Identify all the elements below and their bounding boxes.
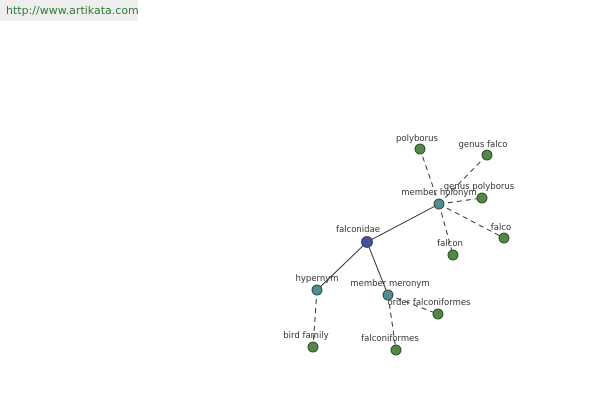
node-genus-polyborus[interactable] (476, 192, 488, 204)
edge-hypernym-to-bird-family (312, 289, 318, 348)
node-label-bird-family: bird family (283, 331, 328, 341)
node-label-order-falconiformes: order falconiformes (387, 298, 471, 308)
node-falcon[interactable] (447, 249, 459, 261)
node-hypernym[interactable] (311, 284, 323, 296)
node-label-falconidae: falconidae (336, 225, 380, 235)
edge-member-holonym-to-genus-polyborus (438, 197, 483, 205)
node-bird-family[interactable] (307, 341, 319, 353)
node-falconidae[interactable] (361, 236, 373, 248)
node-falco[interactable] (498, 232, 510, 244)
node-falconiformes[interactable] (390, 344, 402, 356)
node-member-holonym[interactable] (433, 198, 445, 210)
graph-edges (312, 148, 505, 351)
node-label-genus-polyborus: genus polyborus (444, 182, 515, 192)
node-label-polyborus: polyborus (396, 134, 438, 144)
edge-member-holonym-to-falco (438, 203, 505, 239)
node-member-meronym[interactable] (382, 289, 394, 301)
node-label-falcon: falcon (437, 239, 463, 249)
source-url[interactable]: http://www.artikata.com (0, 0, 139, 21)
node-polyborus[interactable] (414, 143, 426, 155)
edge-member-holonym-to-polyborus (419, 148, 440, 205)
node-genus-falco[interactable] (481, 149, 493, 161)
node-label-hypernym: hypernym (295, 274, 338, 284)
node-label-falconiformes: falconiformes (361, 334, 419, 344)
node-label-member-holonym: member holonym (401, 188, 476, 198)
node-label-genus-falco: genus falco (459, 140, 508, 150)
edge-falconidae-to-member-meronym (366, 241, 389, 296)
edge-member-meronym-to-falconiformes (387, 294, 397, 351)
node-order-falconiformes[interactable] (432, 308, 444, 320)
node-label-falco: falco (491, 223, 511, 233)
edge-member-holonym-to-genus-falco (438, 154, 488, 205)
graph-nodes: falconidae member holonym hypernym member m… (283, 134, 515, 356)
node-label-member-meronym: member meronym (350, 279, 429, 289)
edge-falconidae-to-hypernym (316, 241, 368, 291)
edge-falconidae-to-member-holonym (366, 203, 440, 243)
